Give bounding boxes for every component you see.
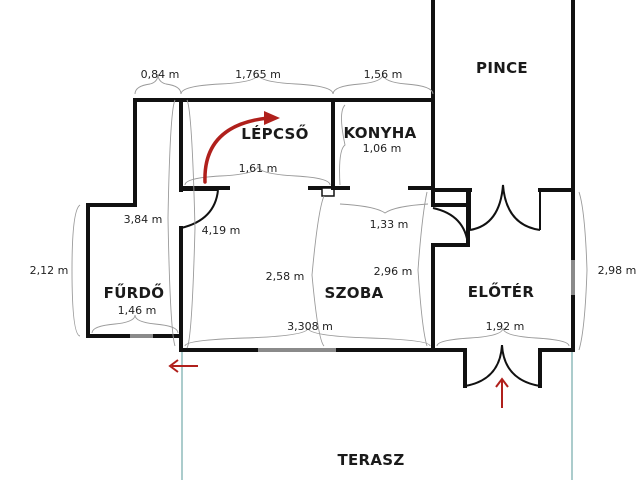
dim-label-top-middle: 1,765 m [235,68,281,81]
dim-eloter-height [578,191,588,351]
dim-eloter-width [436,327,570,347]
dim-hall-b [186,99,196,349]
entrance-double-door-swing [464,344,541,387]
dim-label-szoba-right: 2,96 m [374,265,413,278]
dim-label-szoba-left: 2,58 m [266,270,305,283]
room-label-szoba: SZOBA [325,284,384,302]
dim-label-top-left: 0,84 m [141,68,180,81]
pince-double-door-swing [469,184,541,231]
dim-szoba-upper [339,203,429,214]
dim-furdo-width [91,314,179,334]
room-label-pince: PINCE [476,59,528,77]
room-label-furdo: FŰRDŐ [104,282,165,302]
stair-direction-arrow [203,116,270,184]
dim-szoba-left [311,195,325,347]
dim-top-right [332,73,434,95]
stair-arrow-head [264,111,280,125]
room-label-lepcso: LÉPCSŐ [241,123,308,143]
dim-label-szoba-width: 3,308 m [287,320,333,333]
dim-top-middle [180,73,334,95]
dim-konyha-depth [339,104,346,186]
room-label-terasz: TERASZ [337,451,404,469]
dim-label-furdo-height: 2,12 m [30,264,69,277]
dim-label-eloter-width: 1,92 m [486,320,525,333]
entrance-arrow-up-head [495,377,509,388]
room-label-konyha: KONYHA [343,124,416,142]
furdo-outer-wall [86,188,137,338]
room-label-eloter: ELŐTÉR [468,281,535,301]
dim-label-lepcso-width: 1,61 m [239,162,278,175]
column [321,187,335,197]
dim-label-hall-a: 3,84 m [124,213,163,226]
dim-label-konyha-depth: 1,06 m [363,142,402,155]
dim-hall-a [167,99,176,347]
dim-lepcso-width [184,165,331,186]
dim-szoba-width [184,327,431,347]
eloter-side-door-swing [432,207,469,246]
dim-label-top-right: 1,56 m [364,68,403,81]
dim-label-hall-b: 4,19 m [202,224,241,237]
hall-door-swing [180,189,219,229]
dim-top-left [134,73,182,95]
exit-arrow-left-head [168,359,179,373]
eloter-left-wall [431,243,470,352]
dim-label-eloter-height: 2,98 m [598,264,637,277]
eloter-inner-wall [431,203,470,247]
dim-szoba-right [417,191,428,347]
dim-label-szoba-upper: 1,33 m [370,218,409,231]
dim-label-furdo-width: 1,46 m [118,304,157,317]
dim-furdo-height [71,204,81,337]
